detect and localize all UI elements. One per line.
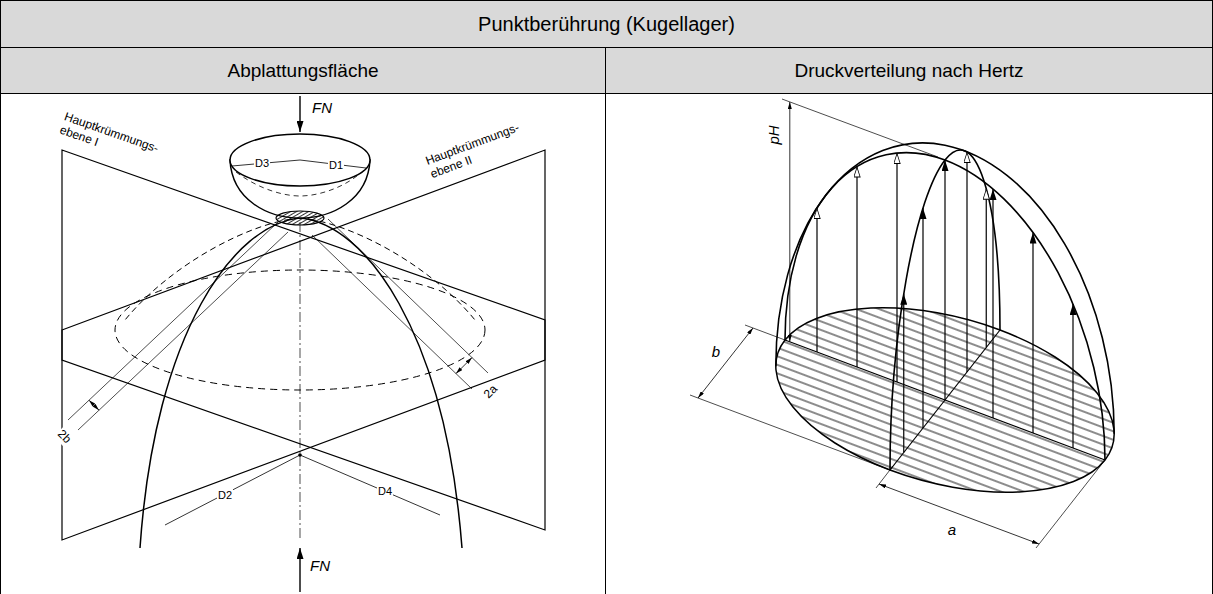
dimension-label-text: 2a xyxy=(481,382,502,403)
diameter-label: D4 xyxy=(377,485,393,498)
table-border xyxy=(1212,93,1213,594)
pressure-section xyxy=(785,100,1105,460)
plane-label: Hauptkrümmungs- ebene I xyxy=(57,110,172,173)
pressure-arrow xyxy=(992,189,993,418)
extension-line xyxy=(312,235,472,389)
dimension-line xyxy=(789,102,790,342)
hidden-section xyxy=(236,170,364,196)
pressure-arrow xyxy=(1072,304,1073,448)
hidden-meridian xyxy=(125,218,300,320)
lower-body-outline xyxy=(140,218,300,548)
diameter-label: D2 xyxy=(217,489,233,502)
diameter-line xyxy=(300,455,440,515)
table-border xyxy=(605,93,606,594)
hatch-fill xyxy=(770,300,1130,500)
table-subheader-cell: Druckverteilung nach Hertz xyxy=(605,47,1213,94)
pressure-arrow xyxy=(1032,233,1033,433)
extension-line xyxy=(328,219,488,373)
pressure-arrow xyxy=(896,153,897,382)
cell-text: Punktberührung (Kugellager) xyxy=(478,13,735,36)
pressure-arrow xyxy=(966,152,967,372)
force-arrow xyxy=(299,548,300,592)
cell-text: Abplattungsfläche xyxy=(227,60,378,82)
force-arrow xyxy=(299,96,300,132)
diameter-label-text: D3 xyxy=(254,157,270,170)
extension-line xyxy=(78,232,288,430)
dimension-line xyxy=(879,484,1039,544)
dimension-line xyxy=(698,328,753,398)
diameter-label: D3 xyxy=(254,157,270,170)
diameter-label-text: D1 xyxy=(328,159,344,172)
dimension-line xyxy=(89,400,99,410)
dimension-label: b xyxy=(711,343,721,360)
diameter-label-text: D2 xyxy=(217,489,233,502)
pressure-arrow xyxy=(816,208,817,352)
pressure-dome xyxy=(776,111,1114,594)
force-label-text: FN xyxy=(309,557,331,574)
dimension-label-text: pH xyxy=(765,124,782,145)
pressure-arrow xyxy=(986,189,987,348)
center-point xyxy=(298,453,302,457)
table-border xyxy=(0,93,1,594)
dimension-label-text: a xyxy=(947,521,957,538)
plane-label-text: Hauptkrümmungs- ebene I xyxy=(57,110,172,173)
contact-area xyxy=(276,211,324,225)
pressure-section xyxy=(890,90,1000,470)
extension-line xyxy=(68,222,278,420)
dimension-label-text: 2b xyxy=(54,427,75,448)
plane-label-text: Hauptkrümmungs- ebene II xyxy=(423,116,538,181)
contact-area-hatch xyxy=(770,300,1130,500)
extension-line xyxy=(782,99,938,157)
table-header-cell: Punktberührung (Kugellager) xyxy=(0,0,1213,48)
dimension-line xyxy=(456,358,472,374)
hidden-meridian xyxy=(300,218,475,320)
dome-outline xyxy=(776,111,1114,594)
plane-label: Hauptkrümmungs- ebene II xyxy=(423,116,538,181)
pressure-arrow xyxy=(922,208,923,428)
lower-body-outline xyxy=(300,218,462,548)
force-label-text: FN xyxy=(311,99,333,116)
curvature-plane xyxy=(62,150,545,540)
table-subheader-cell: Abplattungsfläche xyxy=(0,47,606,94)
pressure-arrow xyxy=(944,160,945,400)
diameter-label-text: D4 xyxy=(377,485,393,498)
force-label: FN xyxy=(311,99,333,116)
dimension-label: 2a xyxy=(481,382,502,403)
pressure-arrow xyxy=(903,294,904,453)
dimension-label: pH xyxy=(765,124,782,145)
dimension-label: a xyxy=(947,521,957,538)
diameter-label: D1 xyxy=(328,159,344,172)
center-axis xyxy=(300,222,301,540)
force-label: FN xyxy=(309,557,331,574)
dimension-label: 2b xyxy=(54,427,75,448)
extension-line xyxy=(690,395,890,470)
extension-line xyxy=(745,325,785,340)
dimension-label-text: b xyxy=(711,343,721,360)
upper-body-rim xyxy=(230,134,370,186)
extension-line xyxy=(1036,460,1105,548)
extension-line xyxy=(876,466,893,488)
curvature-plane xyxy=(62,150,545,530)
diameter-line xyxy=(165,455,300,525)
cell-text: Druckverteilung nach Hertz xyxy=(794,60,1023,82)
pressure-arrow xyxy=(856,167,857,367)
